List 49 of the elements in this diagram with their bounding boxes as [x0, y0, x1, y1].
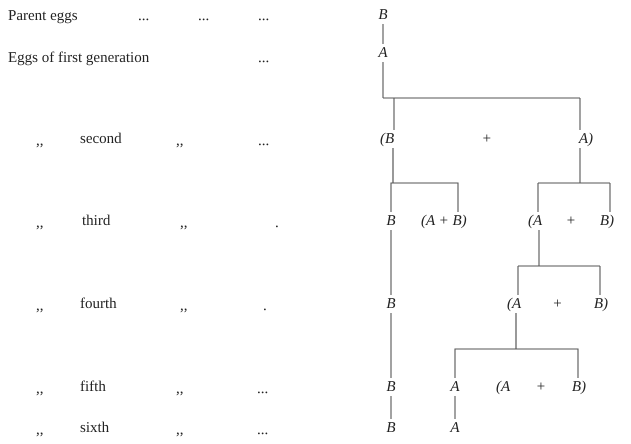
- generation-label: second: [80, 130, 122, 148]
- ditto-mark: ,,: [36, 132, 44, 150]
- leader-dots: .: [263, 297, 267, 315]
- leader-dots: ...: [257, 421, 268, 439]
- offspring-group-text: (A + B): [528, 212, 614, 230]
- offspring-group-text: (A + B): [507, 295, 608, 313]
- descent-line: [390, 230, 392, 295]
- generation-label: fourth: [80, 295, 117, 313]
- descent-line: [537, 147, 611, 213]
- leader-dots: ...: [258, 7, 270, 25]
- egg-type-letter: B: [383, 212, 399, 230]
- descent-line: [382, 61, 581, 131]
- egg-type-letter: A: [375, 44, 391, 62]
- egg-type-letter: B: [383, 419, 399, 437]
- descent-line: [390, 313, 392, 378]
- egg-type-letter: B: [383, 378, 399, 396]
- descent-line: [382, 24, 384, 44]
- ditto-mark: ,,: [176, 132, 184, 150]
- ditto-mark: ,,: [180, 214, 188, 232]
- ditto-mark: ,,: [36, 214, 44, 232]
- ditto-mark: ,,: [36, 380, 44, 398]
- descent-line: [454, 396, 456, 419]
- ditto-mark: ,,: [36, 297, 44, 315]
- generation-label: fifth: [80, 378, 106, 396]
- ditto-mark: ,,: [180, 297, 188, 315]
- leader-dots: ...: [257, 380, 268, 398]
- generation-label: sixth: [80, 419, 110, 437]
- ditto-mark: ,,: [176, 421, 184, 439]
- offspring-group-text: (B + A): [380, 130, 593, 148]
- ditto-mark: ,,: [36, 421, 44, 439]
- egg-type-letter: A: [447, 419, 463, 437]
- leader-dots: ...: [138, 7, 150, 25]
- offspring-group-text: (A + B): [496, 378, 586, 396]
- ditto-mark: ,,: [176, 380, 184, 398]
- descent-line: [517, 229, 601, 296]
- leader-dots: ...: [258, 49, 270, 67]
- generation-label: Parent eggs: [8, 7, 78, 25]
- egg-type-letter: B: [383, 295, 399, 313]
- leader-dots: ...: [258, 132, 270, 150]
- generation-label: third: [82, 212, 110, 230]
- descent-line: [390, 396, 392, 419]
- leader-dots: .: [275, 214, 279, 232]
- generation-label: Eggs of first generation: [8, 49, 150, 67]
- leader-dots: ...: [198, 7, 210, 25]
- egg-type-letter: A: [447, 378, 463, 396]
- egg-type-letter: B: [375, 6, 391, 24]
- offspring-group-text: (A + B): [421, 212, 465, 230]
- descent-line: [392, 148, 459, 212]
- descent-line: [515, 313, 579, 378]
